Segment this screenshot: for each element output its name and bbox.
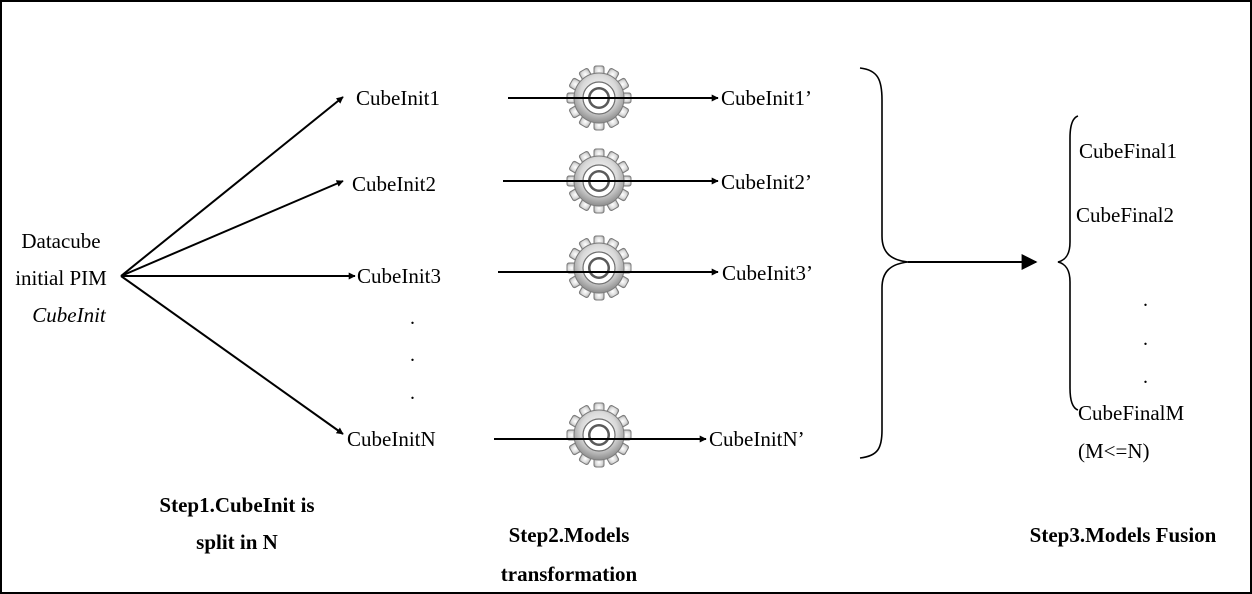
step1-caption-line2: split in N [196, 530, 278, 554]
cube-final-2: CubeFinal2 [1076, 203, 1174, 227]
cube-init-n-prime: CubeInitN’ [709, 427, 805, 451]
split-ellipsis-dot-1: . [410, 307, 415, 329]
merge-brace [859, 67, 909, 459]
final-ellipsis-dot-3: . [1143, 366, 1148, 388]
cube-final-1: CubeFinal1 [1079, 139, 1177, 163]
split-ellipsis-dot-2: . [410, 344, 415, 366]
split-arrow-n [120, 275, 344, 435]
cube-final-m: CubeFinalM [1078, 401, 1184, 425]
gear-icon [566, 235, 632, 301]
cube-init-n: CubeInitN [347, 427, 436, 451]
cube-init-2: CubeInit2 [352, 172, 436, 196]
source-label-line1: Datacube [21, 229, 100, 253]
step2-caption-line2: transformation [501, 562, 638, 586]
cube-init-3: CubeInit3 [357, 264, 441, 288]
cube-init-3-prime: CubeInit3’ [722, 261, 813, 285]
step2-caption-line1: Step2.Models [509, 523, 630, 547]
split-arrow-2 [120, 180, 344, 277]
source-label-line3: CubeInit [32, 303, 107, 327]
cube-init-2-prime: CubeInit2’ [721, 170, 812, 194]
split-arrow-1 [120, 96, 344, 277]
cube-init-1: CubeInit1 [356, 86, 440, 110]
step1-caption-line1: Step1.CubeInit is [159, 493, 314, 517]
gear-icon [566, 402, 632, 468]
source-label-line2: initial PIM [15, 266, 107, 290]
final-ellipsis-dot-1: . [1143, 289, 1148, 311]
step3-caption: Step3.Models Fusion [1030, 523, 1217, 547]
cube-init-1-prime: CubeInit1’ [721, 86, 812, 110]
split-ellipsis-dot-3: . [410, 382, 415, 404]
final-condition: (M<=N) [1078, 439, 1150, 463]
final-ellipsis-dot-2: . [1143, 328, 1148, 350]
final-brace [1057, 115, 1079, 411]
